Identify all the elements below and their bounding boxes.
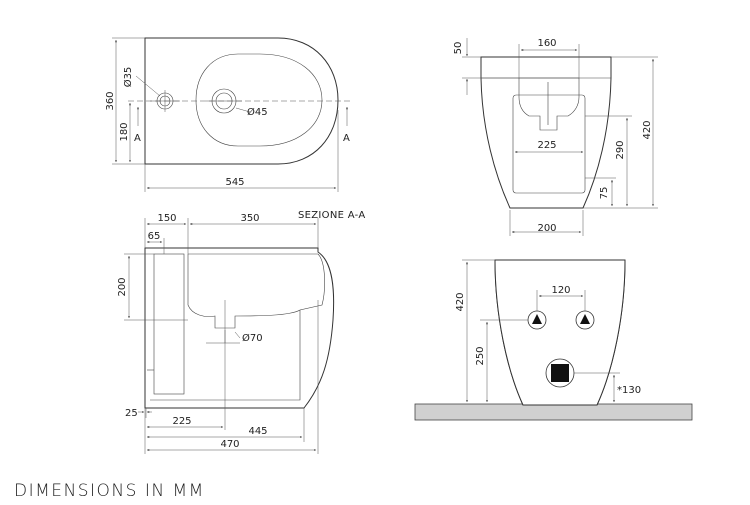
dim-200-section: 200: [117, 277, 128, 296]
section-view: SEZIONE A-A 150 350 65 200 Ø70 25 225 44…: [117, 210, 365, 454]
section-mark-right: A: [343, 133, 350, 144]
dim-drain-70: Ø70: [242, 332, 263, 344]
dim-outlet-130: *130: [617, 385, 641, 396]
dim-250: 250: [475, 346, 486, 365]
section-view-outline: [144, 247, 335, 409]
dim-350: 350: [240, 213, 259, 224]
front-view: 160 50 225 200 420 290 75: [453, 38, 658, 236]
dim-420-front: 420: [642, 120, 653, 139]
dim-225: 225: [537, 140, 556, 151]
dim-50: 50: [453, 42, 464, 55]
dim-160: 160: [537, 38, 556, 49]
section-inner-profile: [150, 253, 325, 401]
dim-hole-35: Ø35: [122, 67, 134, 88]
floor: [414, 403, 693, 421]
dim-200: 200: [537, 223, 556, 234]
top-view: 360 180 Ø35 Ø45 A A 545: [105, 37, 352, 192]
seat-block: [518, 77, 580, 131]
section-mark-left: A: [134, 133, 141, 144]
section-title: SEZIONE A-A: [298, 210, 365, 221]
dim-120: 120: [551, 285, 570, 296]
dim-hole-45: Ø45: [247, 106, 268, 118]
dim-360: 360: [105, 91, 116, 110]
dim-75: 75: [599, 187, 610, 200]
bowl-opening: [195, 53, 323, 147]
rear-view: 120 420 250 *130: [414, 259, 693, 421]
dim-65: 65: [148, 231, 161, 242]
dim-470: 470: [220, 439, 239, 450]
inner-cavity: [512, 94, 586, 194]
dim-545: 545: [225, 177, 244, 188]
dim-445: 445: [248, 426, 267, 437]
dim-225-section: 225: [172, 416, 191, 427]
front-view-outline: [480, 56, 612, 209]
dim-150: 150: [157, 213, 176, 224]
dim-25: 25: [125, 408, 138, 419]
footer-title: DIMENSIONS IN MM: [14, 481, 205, 501]
dim-180: 180: [119, 122, 130, 141]
dim-290: 290: [615, 140, 626, 159]
dim-420-rear: 420: [455, 292, 466, 311]
top-view-outline: [144, 37, 339, 165]
